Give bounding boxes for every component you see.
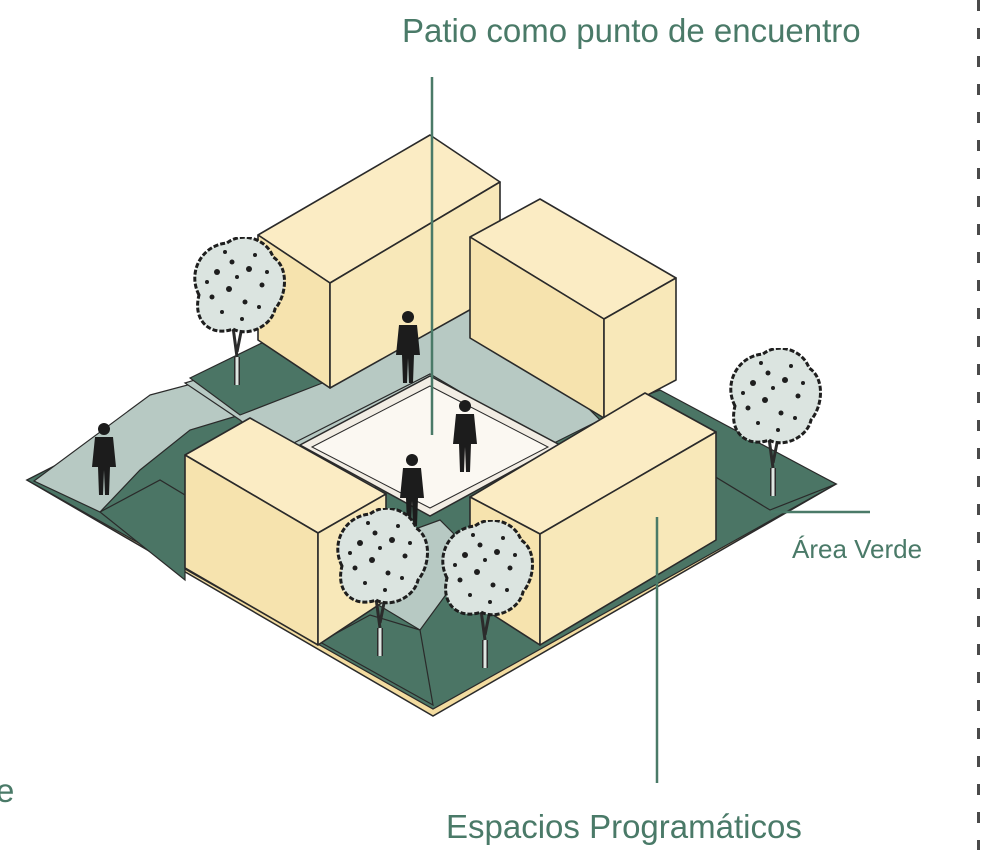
patio-label: Patio como punto de encuentro <box>402 12 861 49</box>
leader-lines <box>430 77 870 783</box>
building-back-right <box>469 198 677 419</box>
green-area-label: Área Verde <box>792 534 923 564</box>
page-divider <box>977 0 980 850</box>
central-patio <box>298 375 562 517</box>
program-spaces-label: Espacios Programáticos <box>446 808 802 845</box>
cropped-label: e <box>0 772 15 809</box>
